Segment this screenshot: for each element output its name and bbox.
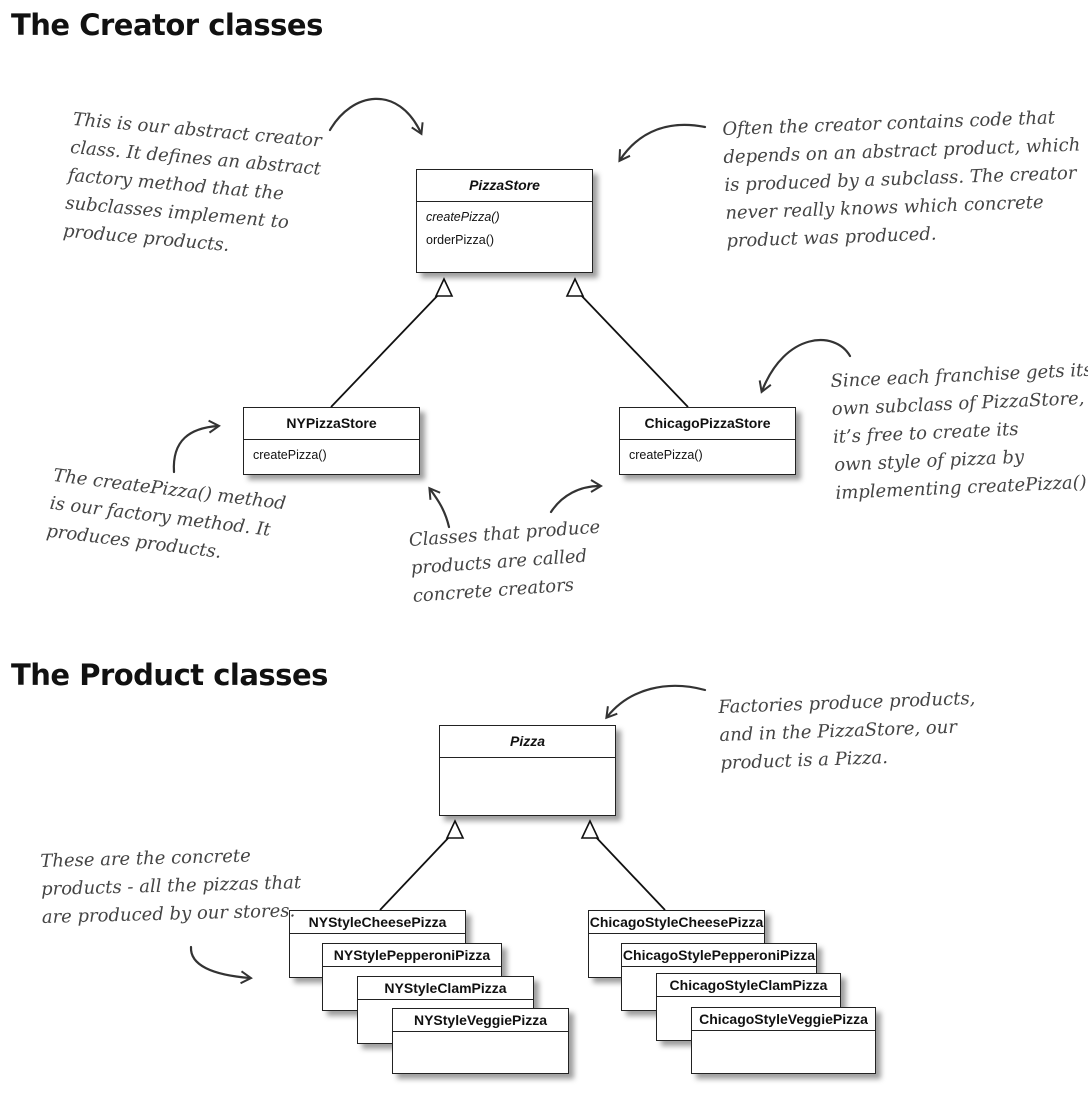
pizza-store-class[interactable]: PizzaStore createPizza() orderPizza() xyxy=(416,169,593,273)
class-name: ChicagoStyleCheesePizza xyxy=(589,911,764,934)
class-name: Pizza xyxy=(440,726,615,758)
class-name: NYStyleCheesePizza xyxy=(290,911,465,934)
class-name: ChicagoStylePepperoniPizza xyxy=(622,944,816,967)
chicago-style-veggie-pizza-class[interactable]: ChicagoStyleVeggiePizza xyxy=(691,1007,876,1074)
note-creator-code: Often the creator contains code that dep… xyxy=(722,107,1081,252)
class-name: PizzaStore xyxy=(417,170,592,202)
note-franchise: Since each franchise gets its own subcla… xyxy=(830,359,1088,504)
class-name: NYStyleClamPizza xyxy=(358,977,533,1000)
class-name: NYStylePepperoniPizza xyxy=(323,944,501,967)
concrete-creators-left-arrow xyxy=(428,486,451,529)
chicago-pizza-store-class[interactable]: ChicagoPizzaStore createPizza() xyxy=(619,407,796,475)
inheritance-triangle-ny-pizza xyxy=(445,819,465,839)
order-pizza-method: orderPizza() xyxy=(426,233,495,247)
factories-produce-arrow xyxy=(605,684,707,720)
class-name: ChicagoStyleClamPizza xyxy=(657,974,840,997)
create-pizza-method: createPizza() xyxy=(253,448,327,462)
concrete-creators-right-arrow xyxy=(549,479,603,514)
inheritance-triangle-ny-store xyxy=(434,277,454,297)
note-concrete-creators: Classes that produce products are called… xyxy=(408,516,601,607)
class-name: NYPizzaStore xyxy=(244,408,419,440)
abstract-creator-arrow xyxy=(328,97,424,136)
note-factories-produce: Factories produce products, and in the P… xyxy=(718,688,976,774)
inheritance-triangle-chicago-store xyxy=(565,277,585,297)
ny-store-inheritance-line xyxy=(330,291,442,408)
chicago-pizza-inheritance-line xyxy=(592,833,666,911)
ny-style-veggie-pizza-class[interactable]: NYStyleVeggiePizza xyxy=(392,1008,569,1074)
concrete-products-arrow xyxy=(189,945,253,985)
ny-pizza-store-class[interactable]: NYPizzaStore createPizza() xyxy=(243,407,420,475)
ny-pizza-inheritance-line xyxy=(379,833,453,911)
creator-code-arrow xyxy=(618,123,707,163)
inheritance-triangle-chicago-pizza xyxy=(580,819,600,839)
create-pizza-method: createPizza() xyxy=(426,210,500,224)
create-pizza-method: createPizza() xyxy=(629,448,703,462)
chicago-store-inheritance-line xyxy=(577,291,689,408)
pizza-class[interactable]: Pizza xyxy=(439,725,616,816)
factory-method-arrow xyxy=(172,419,221,474)
class-name: ChicagoStyleVeggiePizza xyxy=(692,1008,875,1031)
product-section-heading: The Product classes xyxy=(11,658,328,692)
class-name: NYStyleVeggiePizza xyxy=(393,1009,568,1032)
note-abstract-creator: This is our abstract creator class. It d… xyxy=(62,108,323,257)
creator-section-heading: The Creator classes xyxy=(11,8,323,42)
class-name: ChicagoPizzaStore xyxy=(620,408,795,440)
note-concrete-products: These are the concrete products - all th… xyxy=(40,845,302,928)
franchise-arrow xyxy=(758,339,852,394)
